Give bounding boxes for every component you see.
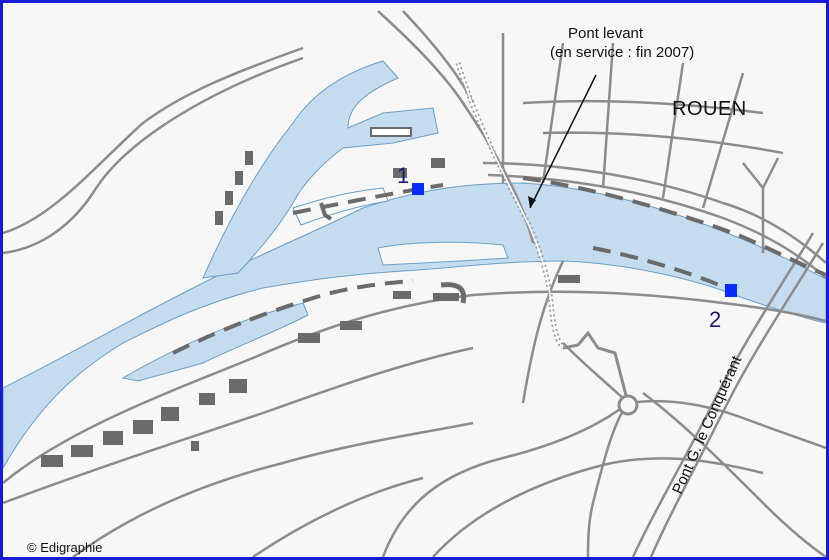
city-label: ROUEN (672, 98, 747, 120)
railway (172, 176, 826, 355)
pier (319, 202, 333, 221)
river-seine (3, 60, 826, 470)
roundabout (617, 394, 639, 416)
dock-crane (440, 282, 467, 304)
marker-2-label: 2 (709, 307, 721, 332)
harbour-map: Pont levant (en service : fin 2007) ROUE… (3, 10, 826, 557)
marker-1-label: 1 (397, 163, 409, 188)
road-network (3, 10, 826, 557)
bridge-ramp (562, 330, 630, 404)
callout-title: Pont levant (568, 25, 644, 42)
callout-arrow (529, 74, 597, 209)
warehouses (41, 127, 580, 467)
callout-subtitle: (en service : fin 2007) (550, 44, 694, 61)
marker-2[interactable] (725, 284, 737, 297)
copyright-credit: © Edigraphie (27, 540, 102, 555)
north-basin (202, 60, 439, 279)
marker-1[interactable] (412, 183, 424, 195)
